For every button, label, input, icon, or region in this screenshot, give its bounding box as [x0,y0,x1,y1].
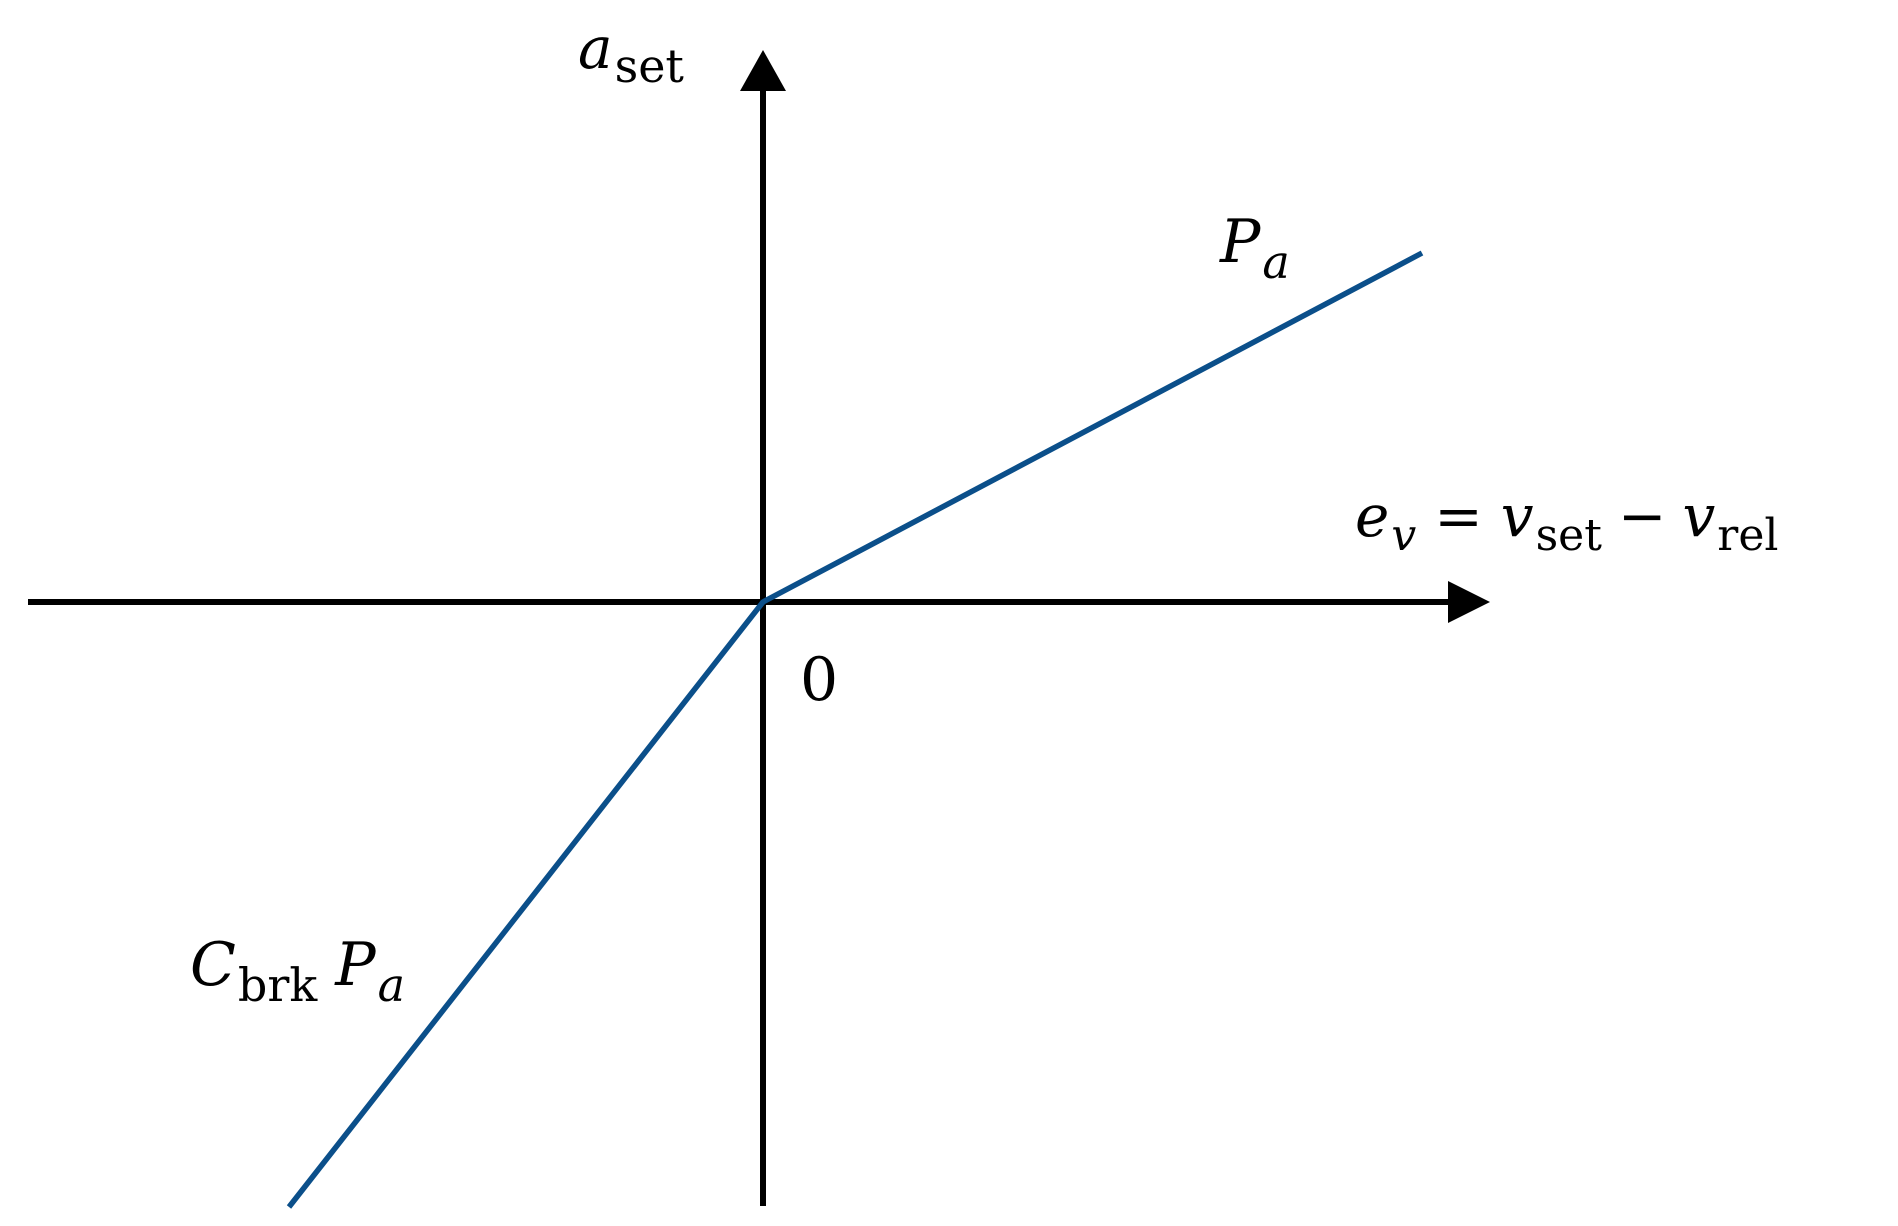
y-axis-label-symbol: a [578,14,613,82]
x-axis-arrowhead [1448,581,1490,623]
lower-segment-label-symbol: P [334,930,377,1000]
y-axis-label-subscript: set [615,39,685,93]
origin-label: 0 [800,645,838,715]
lower-segment-label: Cbrk Pa [190,930,405,1012]
y-axis-arrowhead [740,50,786,91]
x-axis-label-minus: − [1618,482,1667,550]
upper-segment-label-subscript: a [1262,235,1289,289]
x-axis-label: ev=vset−vrel [1355,482,1778,561]
lower-segment-label-coef-subscript: brk [238,958,318,1012]
x-axis-label-term2-symbol: v [1683,482,1716,550]
x-axis-label-term1-symbol: v [1501,482,1534,550]
lower-segment-label-coef-symbol: C [190,930,236,1000]
characteristic-line [286,250,1424,1209]
x-axis-label-lhs-subscript: v [1391,510,1416,561]
x-axis-label-term2-subscript: rel [1717,510,1778,561]
upper-segment-label-symbol: P [1219,207,1262,277]
lower-segment-label-subscript: a [378,958,405,1012]
x-axis-label-equals: = [1434,482,1483,550]
x-axis-label-term1-subscript: set [1536,510,1603,561]
upper-segment-label: Pa [1219,207,1290,289]
y-axis-label: aset [578,14,684,93]
x-axis-label-lhs-symbol: e [1355,482,1389,550]
